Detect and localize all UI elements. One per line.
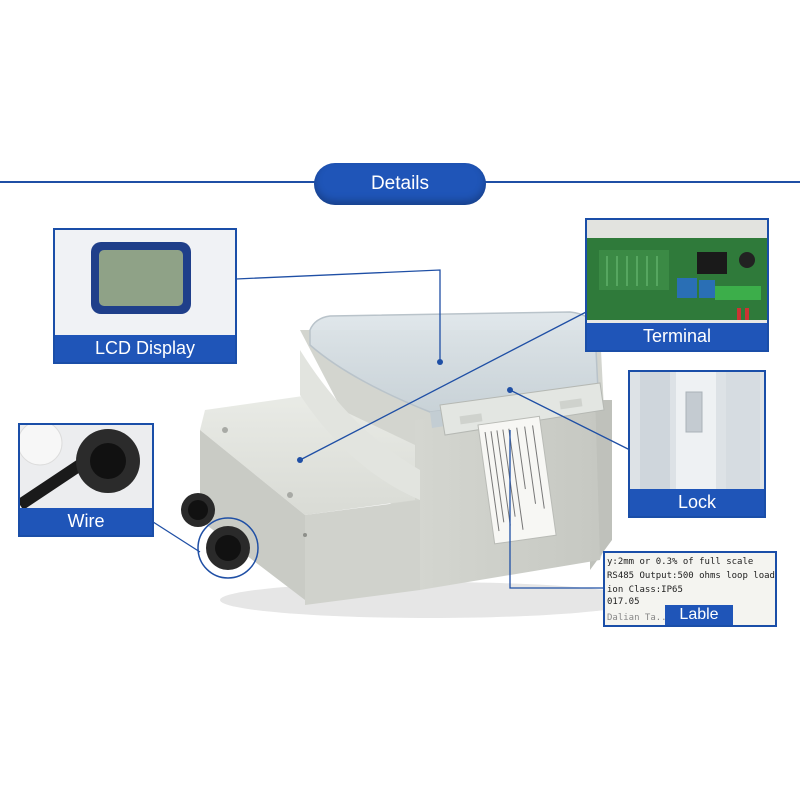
callout-lock: Lock — [628, 370, 766, 518]
lock-caption: Lock — [630, 489, 764, 516]
device-lower-body — [200, 395, 415, 515]
label-line-1: y:2mm or 0.3% of full scale — [607, 557, 754, 567]
lock-photo — [630, 372, 764, 492]
label-line-3: ion Class:IP65 — [607, 585, 683, 595]
cable-gland-upper — [181, 493, 215, 527]
label-caption: Lable — [665, 605, 733, 625]
cable-gland-lower — [206, 526, 250, 570]
lcd-frame — [91, 242, 191, 314]
label-line-4: 017.05 — [607, 597, 640, 607]
terminal-caption: Terminal — [587, 323, 767, 350]
callout-wire: Wire — [18, 423, 154, 537]
details-title: Details — [314, 163, 486, 205]
wire-caption: Wire — [20, 508, 152, 535]
callout-terminal: Terminal — [585, 218, 769, 352]
lcd-screen — [99, 250, 183, 306]
lcd-display-caption: LCD Display — [55, 335, 235, 362]
terminal-board-photo — [587, 220, 767, 320]
label-line-2: RS485 Output:500 ohms loop load — [607, 571, 775, 581]
wire-photo — [20, 425, 152, 515]
callout-lcd-display: LCD Display — [53, 228, 237, 364]
callout-label: y:2mm or 0.3% of full scale RS485 Output… — [603, 551, 777, 627]
